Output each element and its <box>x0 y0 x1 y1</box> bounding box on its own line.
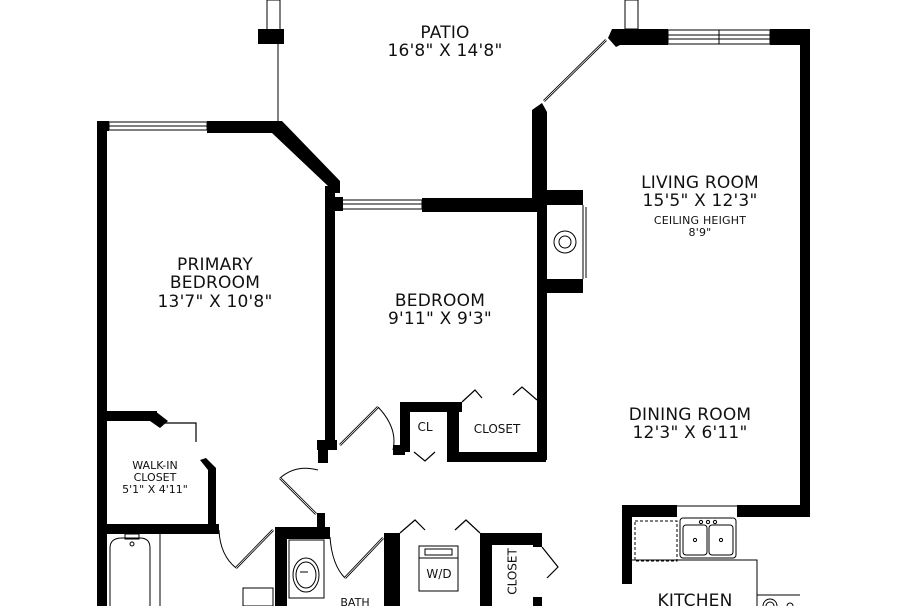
closet-label: CLOSET <box>473 422 521 436</box>
cl-label: CL <box>417 420 433 434</box>
laundry-walls <box>384 533 542 606</box>
double-sink-icon <box>679 517 737 559</box>
patio-label: PATIO 16'8" X 14'8" <box>380 24 510 61</box>
bath-label: BATH <box>340 596 370 609</box>
primary-bedroom-size: 13'7" X 10'8" <box>157 291 273 312</box>
range-icon <box>762 598 794 606</box>
laundry-doors <box>399 519 559 579</box>
walkin-closet-label: WALK-IN CLOSET 5'1" X 4'11" <box>110 460 200 496</box>
primary-bedroom-name-1: PRIMARY <box>177 255 253 275</box>
living-room-walls <box>532 29 810 507</box>
walkin-closet-walls <box>107 411 219 534</box>
primary-bedroom-name-2: BEDROOM <box>169 273 261 294</box>
ceiling-height-label: CEILING HEIGHT <box>653 213 747 227</box>
kitchen-label: KITCHEN <box>657 591 733 611</box>
patio-size: 16'8" X 14'8" <box>387 41 503 62</box>
wd-label: W/D <box>426 567 452 581</box>
dining-room-name: DINING ROOM <box>628 405 752 425</box>
primary-bedroom-walls <box>97 121 340 606</box>
dining-room-size: 12'3" X 6'11" <box>632 423 748 444</box>
hall-doors <box>218 441 328 569</box>
living-room-label: LIVING ROOM 15'5" X 12'3" CEILING HEIGHT… <box>605 174 795 238</box>
sink-icon <box>288 539 325 599</box>
washer-dryer-icon <box>418 545 459 592</box>
fireplace-icon <box>553 230 577 254</box>
closets-walls <box>393 400 547 462</box>
hall-closet-label: CLOSET <box>505 548 520 595</box>
walkin-closet-name-1: WALK-IN <box>132 459 178 472</box>
kitchen-walls <box>622 505 810 606</box>
bedroom-label: BEDROOM 9'11" X 9'3" <box>365 292 515 329</box>
walkin-closet-name-2: CLOSET <box>133 470 177 484</box>
ceiling-height-value: 8'9" <box>688 225 712 239</box>
closet-doors <box>413 386 538 462</box>
patio-name: PATIO <box>420 23 470 43</box>
primary-bedroom-label: PRIMARY BEDROOM 13'7" X 10'8" <box>130 256 300 311</box>
living-room-name: LIVING ROOM <box>641 173 759 193</box>
walkin-closet-size: 5'1" X 4'11" <box>122 482 188 496</box>
bedroom-size: 9'11" X 9'3" <box>388 309 492 330</box>
living-room-size: 15'5" X 12'3" <box>642 191 758 212</box>
bedroom-walls <box>335 197 547 412</box>
bedroom-name: BEDROOM <box>394 291 486 311</box>
dining-room-label: DINING ROOM 12'3" X 6'11" <box>590 406 790 443</box>
bathtub-icon <box>109 533 151 606</box>
bath-door <box>242 536 384 606</box>
bath-walls <box>159 527 330 606</box>
patio-railing <box>258 0 639 122</box>
